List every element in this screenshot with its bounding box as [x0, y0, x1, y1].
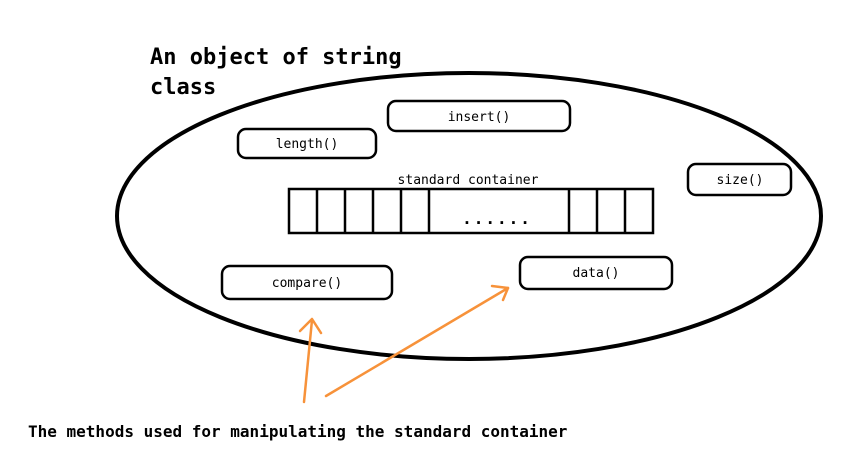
arrow-to-compare-shaft	[302, 318, 314, 404]
container-cells	[315, 189, 627, 233]
container-outline	[287, 187, 655, 235]
method-label-compare: compare()	[272, 276, 342, 291]
method-box-length: length()	[236, 127, 378, 160]
arrows	[298, 284, 510, 404]
method-label-insert: insert()	[448, 110, 511, 125]
container-ellipsis: ......	[462, 209, 532, 228]
method-label-size: size()	[717, 173, 764, 188]
method-box-size: size()	[686, 162, 793, 197]
arrow-to-data-shaft	[324, 286, 510, 398]
standard-container-array: ......	[287, 187, 655, 235]
method-box-insert: insert()	[386, 99, 572, 133]
container-label: standard container	[398, 173, 539, 188]
caption: The methods used for manipulating the st…	[28, 422, 567, 441]
method-box-data: data()	[518, 255, 674, 291]
object-title-line-2: class	[150, 75, 216, 100]
method-label-length: length()	[276, 137, 339, 152]
method-box-compare: compare()	[220, 264, 394, 301]
string-object-ellipse	[115, 71, 823, 361]
arrow-to-data-head	[490, 284, 510, 302]
object-title-line-1: An object of string	[150, 45, 402, 70]
method-label-data: data()	[573, 266, 620, 281]
arrow-to-compare-head	[298, 317, 323, 335]
